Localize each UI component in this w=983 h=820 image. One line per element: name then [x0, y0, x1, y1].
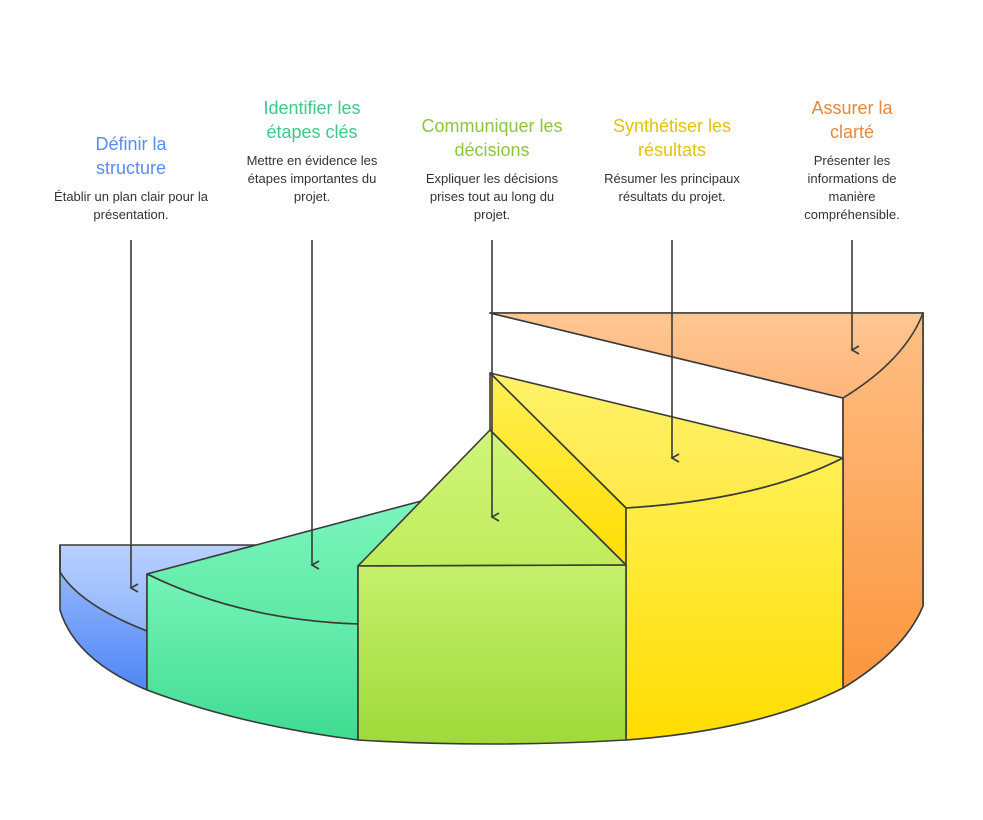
step-identifier-etapes: Identifier les étapes clés Mettre en évi…	[232, 96, 392, 206]
step-assurer-clarte: Assurer la clarté Présenter les informat…	[772, 96, 932, 224]
step-title: Identifier les étapes clés	[263, 98, 361, 142]
step-communiquer-decisions: Communiquer les décisions Expliquer les …	[412, 114, 572, 224]
step-definir-structure: Définir la structure Établir un plan cla…	[51, 132, 211, 224]
step-title: Assurer la clarté	[811, 98, 893, 142]
step-description: Présenter les informations de manière co…	[804, 153, 900, 222]
step-description: Établir un plan clair pour la présentati…	[54, 189, 208, 222]
step-title: Synthétiser les résultats	[612, 116, 732, 160]
step-description: Résumer les principaux résultats du proj…	[604, 171, 740, 204]
segment-assurer-clarte	[489, 312, 924, 689]
segment-synthetiser-resultats	[489, 372, 844, 741]
step-synthetiser-resultats: Synthétiser les résultats Résumer les pr…	[592, 114, 752, 206]
step-description: Expliquer les décisions prises tout au l…	[425, 171, 559, 222]
step-description: Mettre en évidence les étapes importante…	[246, 153, 378, 204]
step-title: Communiquer les décisions	[421, 116, 563, 160]
step-title: Définir la structure	[95, 134, 167, 178]
